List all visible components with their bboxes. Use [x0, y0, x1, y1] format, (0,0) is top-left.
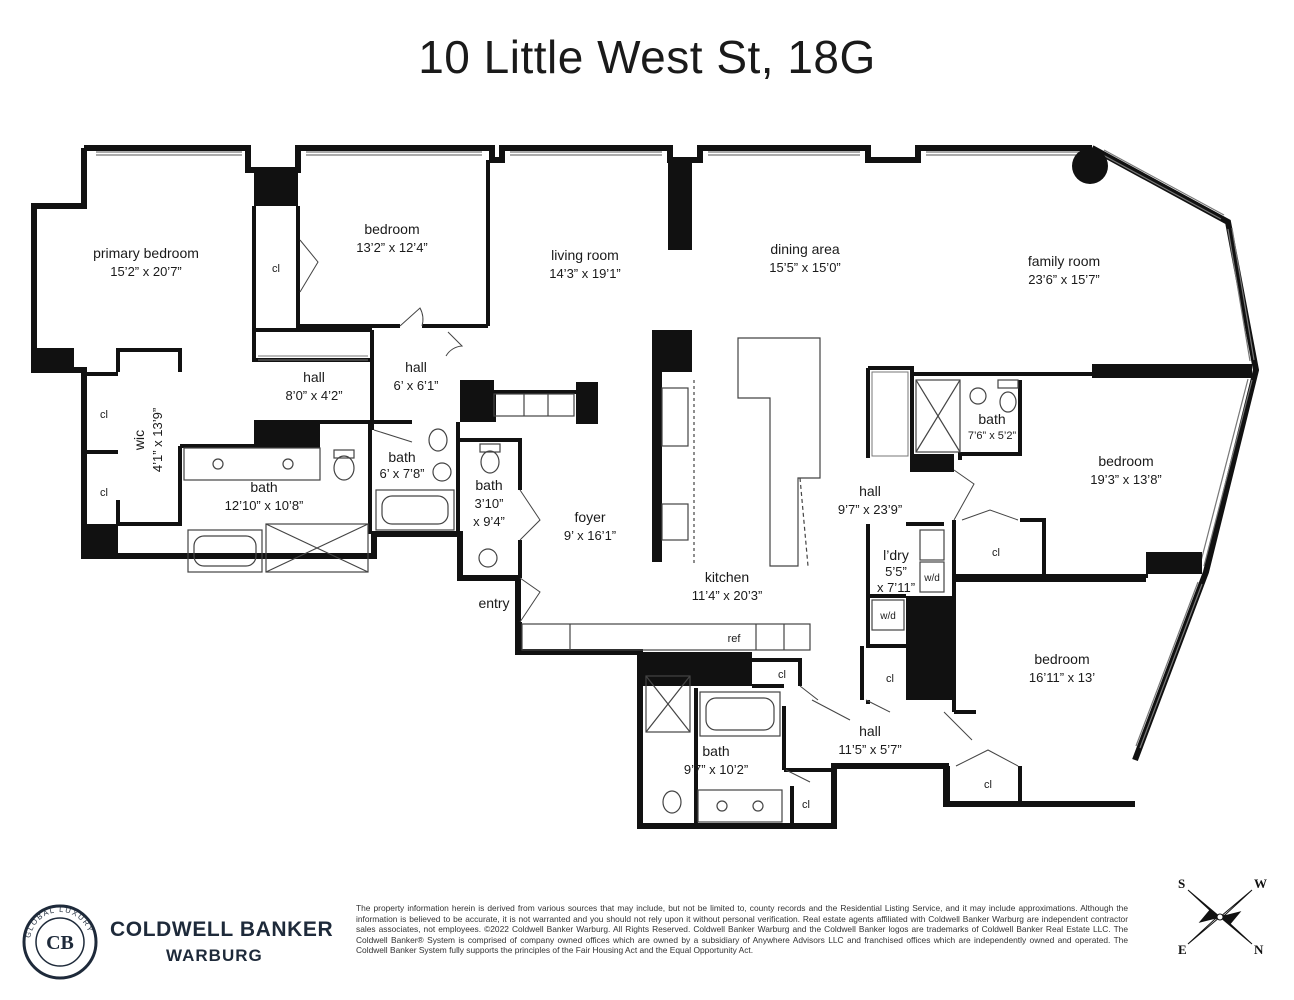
closet-label: cl	[100, 409, 108, 421]
closet-shelves	[258, 355, 909, 457]
bath-2-dim: 6’ x 7’8”	[379, 466, 424, 481]
hall-3-dim: 9’7” x 23’9”	[838, 502, 902, 517]
entry-label: entry	[478, 595, 509, 611]
closet-label: cl	[992, 547, 1000, 559]
family-room-label: family room	[1028, 253, 1100, 269]
hall-1-dim: 8’0” x 4’2”	[285, 388, 342, 403]
foyer-dim: 9’ x 16’1”	[564, 528, 616, 543]
hall-4-dim: 11’5” x 5’7”	[838, 742, 901, 757]
bath-primary-dim: 12’10” x 10’8”	[225, 498, 304, 513]
dining-area-dim: 15’5” x 15’0”	[769, 260, 841, 275]
dining-area-label: dining area	[770, 241, 839, 257]
hall-3-label: hall	[859, 483, 881, 499]
compass-bottom-left: E	[1178, 942, 1187, 957]
bedroom-2-dim: 19’3” x 13’8”	[1090, 472, 1162, 487]
kitchen-dim: 11’4” x 20’3”	[692, 588, 763, 603]
brand-seal-icon: CB GLOBAL LUXURY	[22, 904, 98, 980]
foyer-label: foyer	[574, 509, 605, 525]
bath-fixtures	[183, 379, 1019, 823]
compass-icon: S W E N	[1178, 876, 1267, 957]
hall-2-dim: 6’ x 6’1”	[393, 378, 438, 393]
closet-label: cl	[778, 669, 786, 681]
closet-label: cl	[272, 263, 280, 275]
living-room-dim: 14’3” x 19’1”	[549, 266, 621, 281]
room-labels: primary bedroom 15’2” x 20’7” bedroom 13…	[93, 221, 1162, 811]
bedroom-3-dim: 16’11” x 13’	[1029, 670, 1095, 685]
floor-plan: primary bedroom 15’2” x 20’7” bedroom 13…	[31, 145, 1260, 829]
kitchen-label: kitchen	[705, 569, 749, 585]
bath-3-dim-2: x 9’4”	[473, 514, 505, 529]
brand-seal-initials: CB	[46, 932, 74, 954]
closet-label: cl	[886, 673, 894, 685]
bath-4-label: bath	[978, 411, 1005, 427]
washer-dryer-label: w/d	[879, 611, 896, 622]
bath-3-label: bath	[475, 477, 502, 493]
hall-1-label: hall	[303, 369, 325, 385]
bath-4-dim: 7’6” x 5’2”	[968, 430, 1017, 442]
laundry-label: l’dry	[883, 547, 909, 563]
brand-name: COLDWELL BANKER	[110, 918, 334, 941]
bath-3-dim-1: 3’10”	[475, 496, 504, 511]
column-icon	[1072, 148, 1108, 184]
brand-subname: WARBURG	[166, 946, 263, 965]
primary-bedroom-dim: 15’2” x 20’7”	[110, 264, 182, 279]
laundry-dim-2: x 7’11”	[877, 580, 915, 595]
bedroom-1-dim: 13’2” x 12’4”	[356, 240, 428, 255]
bath-2-label: bath	[388, 449, 415, 465]
bedroom-2-label: bedroom	[1098, 453, 1153, 469]
washer-dryer-label: w/d	[923, 573, 940, 584]
exterior-walls	[31, 145, 1260, 829]
hall-4-label: hall	[859, 723, 881, 739]
living-room-label: living room	[551, 247, 619, 263]
wic-label: wic	[131, 430, 147, 451]
disclaimer-text: The property information herein is deriv…	[356, 903, 1128, 956]
primary-bedroom-label: primary bedroom	[93, 245, 199, 261]
hall-2-label: hall	[405, 359, 427, 375]
brand-logo: CB GLOBAL LUXURY COLDWELL BANKER WARBURG	[18, 902, 338, 982]
bath-5-dim: 9’7” x 10’2”	[684, 762, 748, 777]
laundry-dim-1: 5’5”	[885, 564, 907, 579]
bath-5-label: bath	[702, 743, 729, 759]
page-title: 10 Little West St, 18G	[418, 31, 876, 83]
closet-label: cl	[802, 799, 810, 811]
kitchen-fixtures	[493, 337, 821, 651]
closet-label: cl	[100, 487, 108, 499]
bedroom-3-label: bedroom	[1034, 651, 1089, 667]
door-swings	[299, 239, 1019, 783]
windows	[96, 149, 1255, 749]
bath-primary-label: bath	[250, 479, 277, 495]
interior-walls	[84, 160, 1148, 826]
refrigerator-label: ref	[728, 633, 742, 645]
closet-label: cl	[984, 779, 992, 791]
compass-bottom-right: N	[1254, 942, 1264, 957]
wic-dim: 4’1” x 13’9”	[150, 408, 165, 472]
compass-top-left: S	[1178, 876, 1185, 891]
bedroom-1-label: bedroom	[364, 221, 419, 237]
family-room-dim: 23’6” x 15’7”	[1028, 272, 1100, 287]
compass-top-right: W	[1254, 876, 1267, 891]
structural-blocks	[34, 160, 1252, 700]
